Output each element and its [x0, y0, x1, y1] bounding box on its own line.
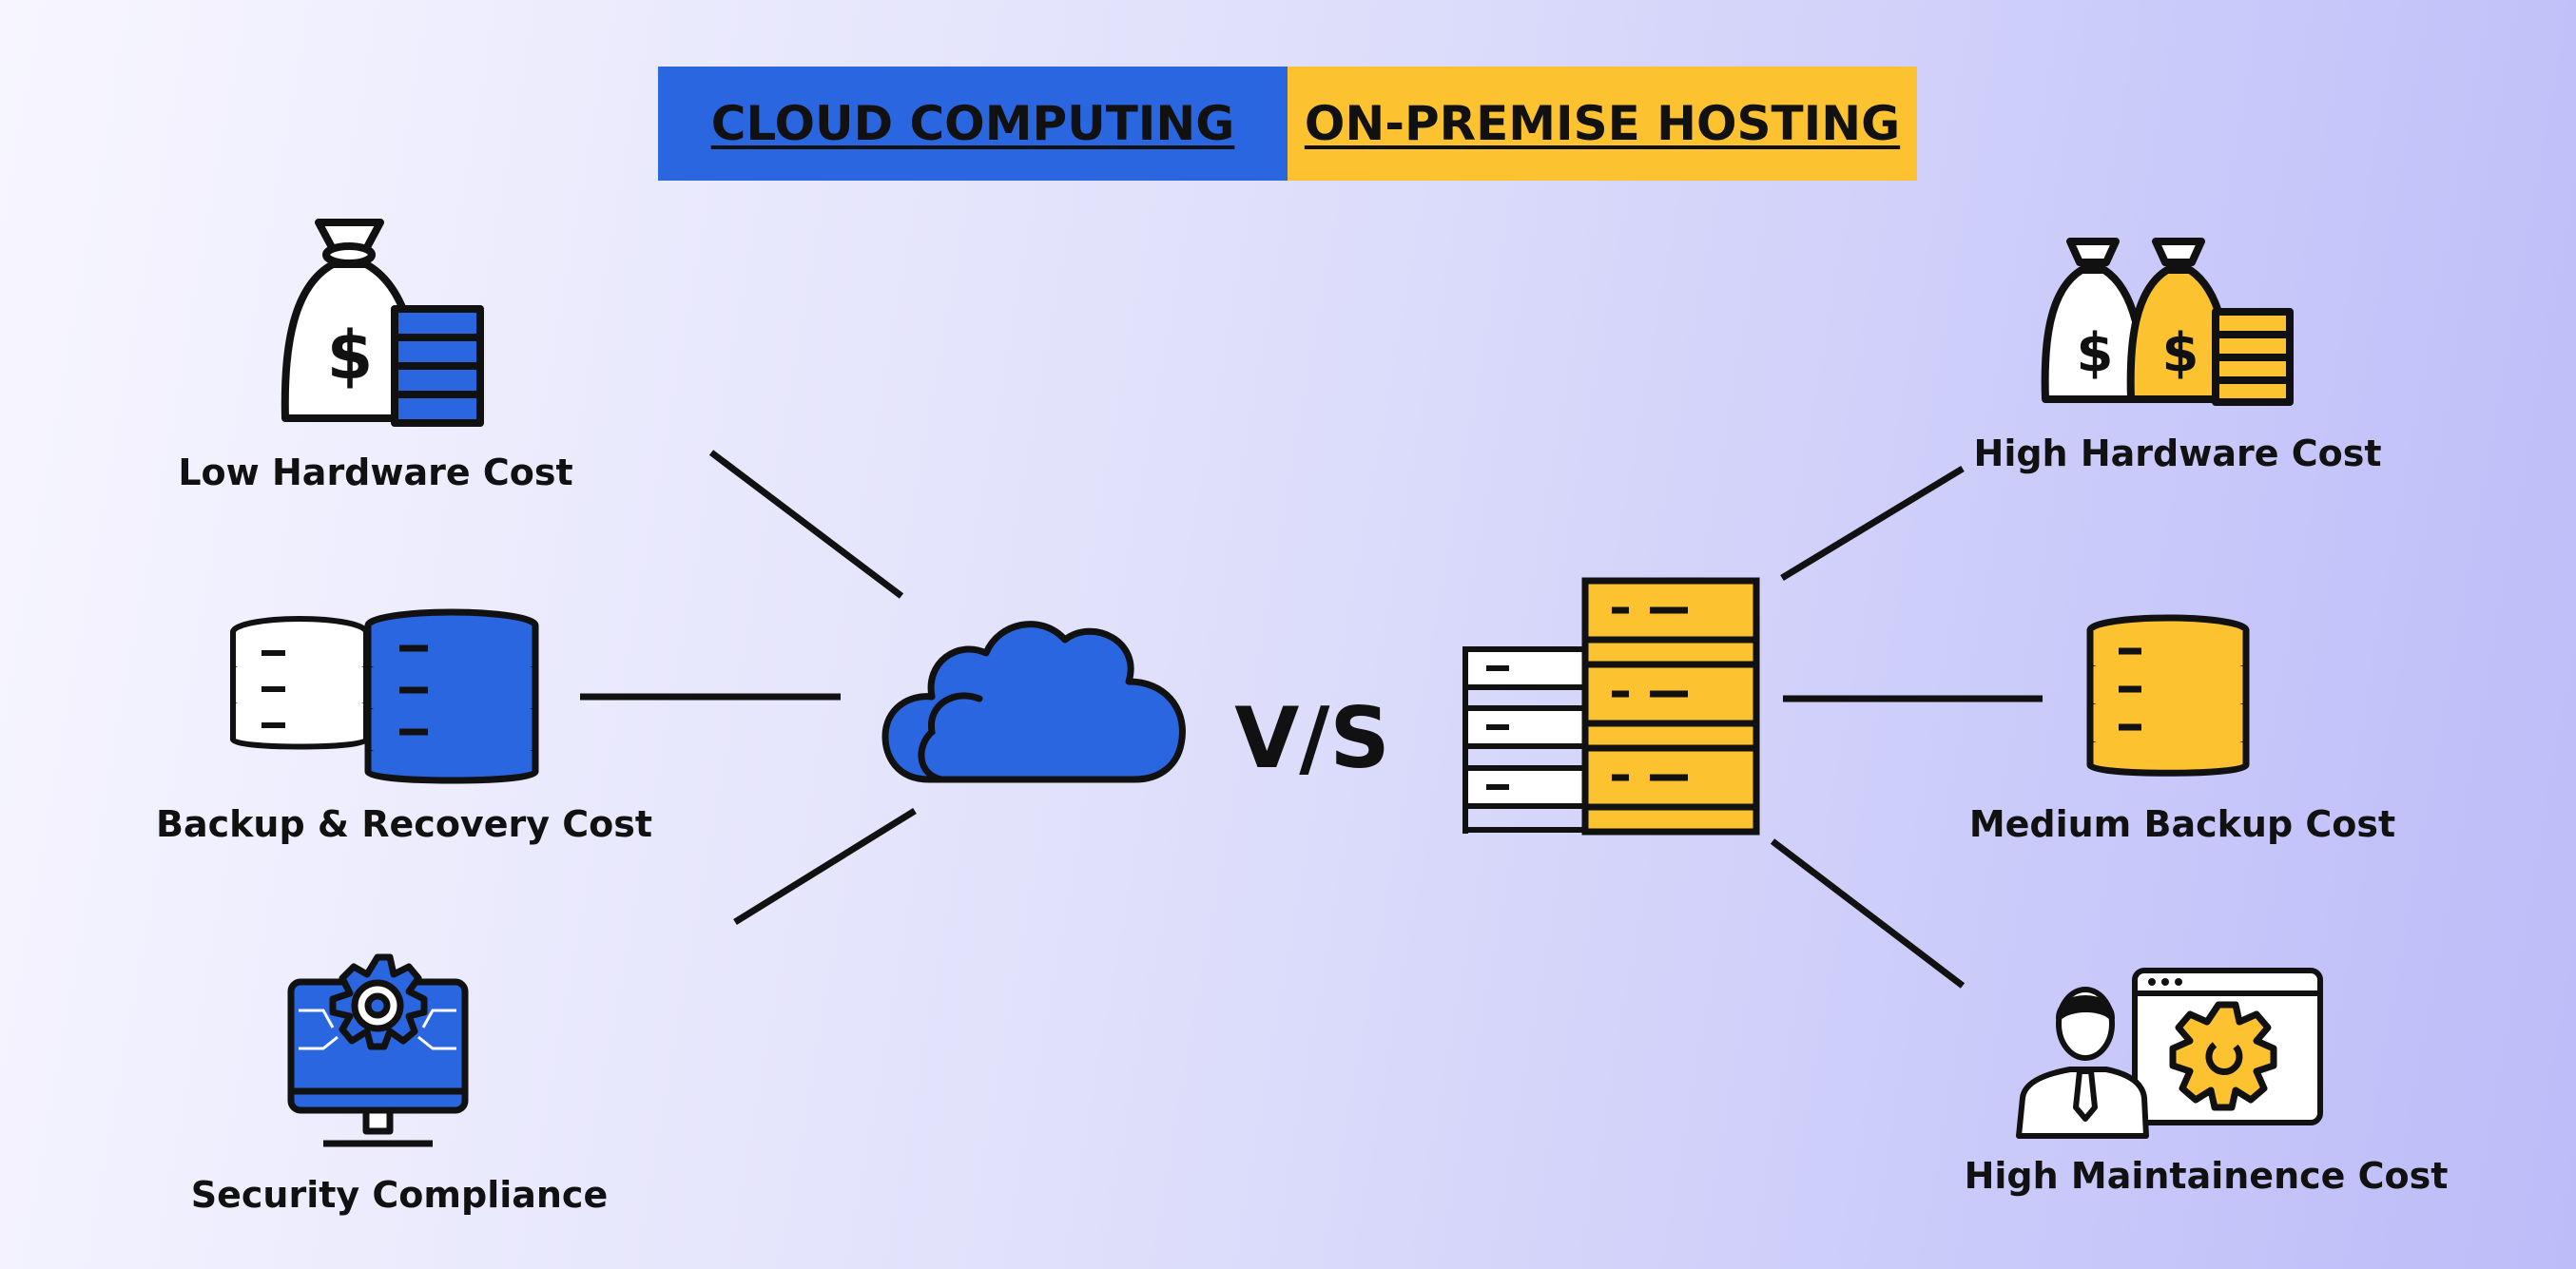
cloud-header: CLOUD COMPUTING: [658, 67, 1288, 181]
cloud-item-2-label: Backup & Recovery Cost: [156, 803, 652, 845]
connector-cloud-top: [708, 450, 904, 599]
connector-cloud-bottom: [733, 808, 917, 925]
money-bags-icon: $ $: [2041, 238, 2294, 406]
database-icon: [230, 608, 539, 784]
cloud-item-1-label: Low Hardware Cost: [178, 452, 573, 493]
connector-onprem-top: [1780, 466, 1965, 581]
onprem-item-3-label: High Maintainence Cost: [1964, 1155, 2449, 1197]
database-yellow-icon: [2086, 614, 2250, 777]
onprem-header-title: ON-PREMISE HOSTING: [1304, 96, 1901, 151]
onprem-item-2-label: Medium Backup Cost: [1968, 803, 2396, 845]
svg-text:$: $: [327, 317, 374, 394]
vs-text: V/S: [1234, 689, 1390, 787]
cloud-item-3-label: Security Compliance: [190, 1174, 609, 1216]
onprem-header: ON-PREMISE HOSTING: [1288, 67, 1917, 181]
cloud-header-title: CLOUD COMPUTING: [710, 96, 1235, 151]
connector-onprem-bottom: [1770, 838, 1966, 989]
onprem-item-1-label: High Hardware Cost: [1973, 433, 2382, 474]
cloud-icon: [881, 621, 1186, 783]
svg-text:$: $: [2077, 322, 2114, 384]
server-rack-icon: [1462, 577, 1760, 836]
svg-text:$: $: [2162, 322, 2199, 384]
monitor-gear-icon: [287, 953, 469, 1147]
money-bag-icon: $: [281, 219, 484, 427]
person-gear-icon: [2016, 968, 2323, 1139]
